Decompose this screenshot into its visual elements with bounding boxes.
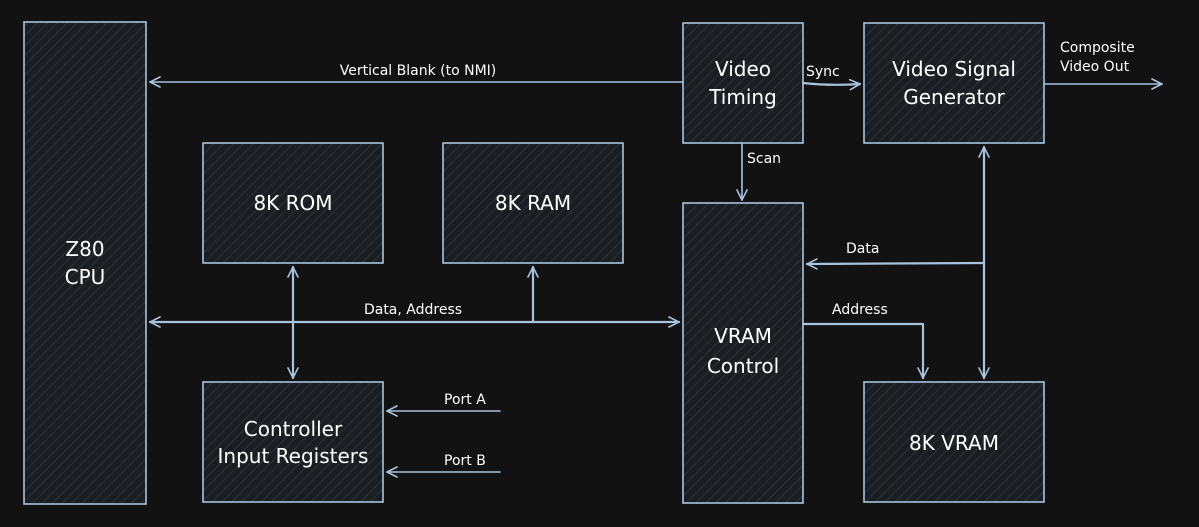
video-timing-label-line2: Timing: [708, 85, 777, 109]
sync-label: Sync: [806, 64, 840, 80]
wire-sync: Sync: [801, 64, 860, 85]
rom-label: 8K ROM: [253, 191, 332, 215]
video-signal-label-line1: Video Signal: [892, 57, 1016, 81]
wire-data: Data: [805, 241, 986, 264]
block-vram-control: VRAM Control: [682, 202, 804, 504]
block-video-timing: Video Timing: [682, 22, 804, 144]
wire-port-b: Port B: [387, 453, 501, 472]
cpu-label-line2: CPU: [65, 265, 106, 289]
vram-control-label-line1: VRAM: [714, 324, 772, 348]
ram-label: 8K RAM: [495, 191, 571, 215]
data-address-label: Data, Address: [364, 302, 462, 318]
controller-label-line2: Input Registers: [218, 444, 369, 468]
composite-label-line2: Video Out: [1060, 59, 1130, 75]
wire-address: Address: [801, 302, 923, 380]
cpu-label-line1: Z80: [65, 237, 104, 261]
wire-composite-out: Composite Video Out: [1043, 40, 1162, 84]
block-rom: 8K ROM: [202, 142, 384, 264]
wire-scan: Scan: [742, 142, 781, 200]
vram-label: 8K VRAM: [909, 431, 999, 455]
video-timing-label-line1: Video: [715, 57, 771, 81]
controller-label-line1: Controller: [244, 417, 343, 441]
vram-control-label-line2: Control: [707, 354, 779, 378]
wire-port-a: Port A: [387, 392, 501, 411]
wire-data-address-bus: Data, Address: [148, 302, 681, 322]
scan-label: Scan: [747, 151, 781, 167]
video-signal-label-line2: Generator: [903, 85, 1005, 109]
block-video-signal-generator: Video Signal Generator: [863, 22, 1045, 144]
address-label: Address: [832, 302, 888, 318]
port-a-label: Port A: [444, 392, 486, 408]
wire-vertical-blank: Vertical Blank (to NMI): [150, 63, 684, 82]
block-cpu: Z80 CPU: [23, 21, 147, 505]
composite-label-line1: Composite: [1060, 40, 1135, 56]
block-ram: 8K RAM: [442, 142, 624, 264]
vertical-blank-label: Vertical Blank (to NMI): [340, 63, 496, 79]
block-vram: 8K VRAM: [863, 381, 1045, 503]
port-b-label: Port B: [444, 453, 486, 469]
data-label: Data: [846, 241, 879, 257]
block-controller: Controller Input Registers: [202, 381, 384, 503]
